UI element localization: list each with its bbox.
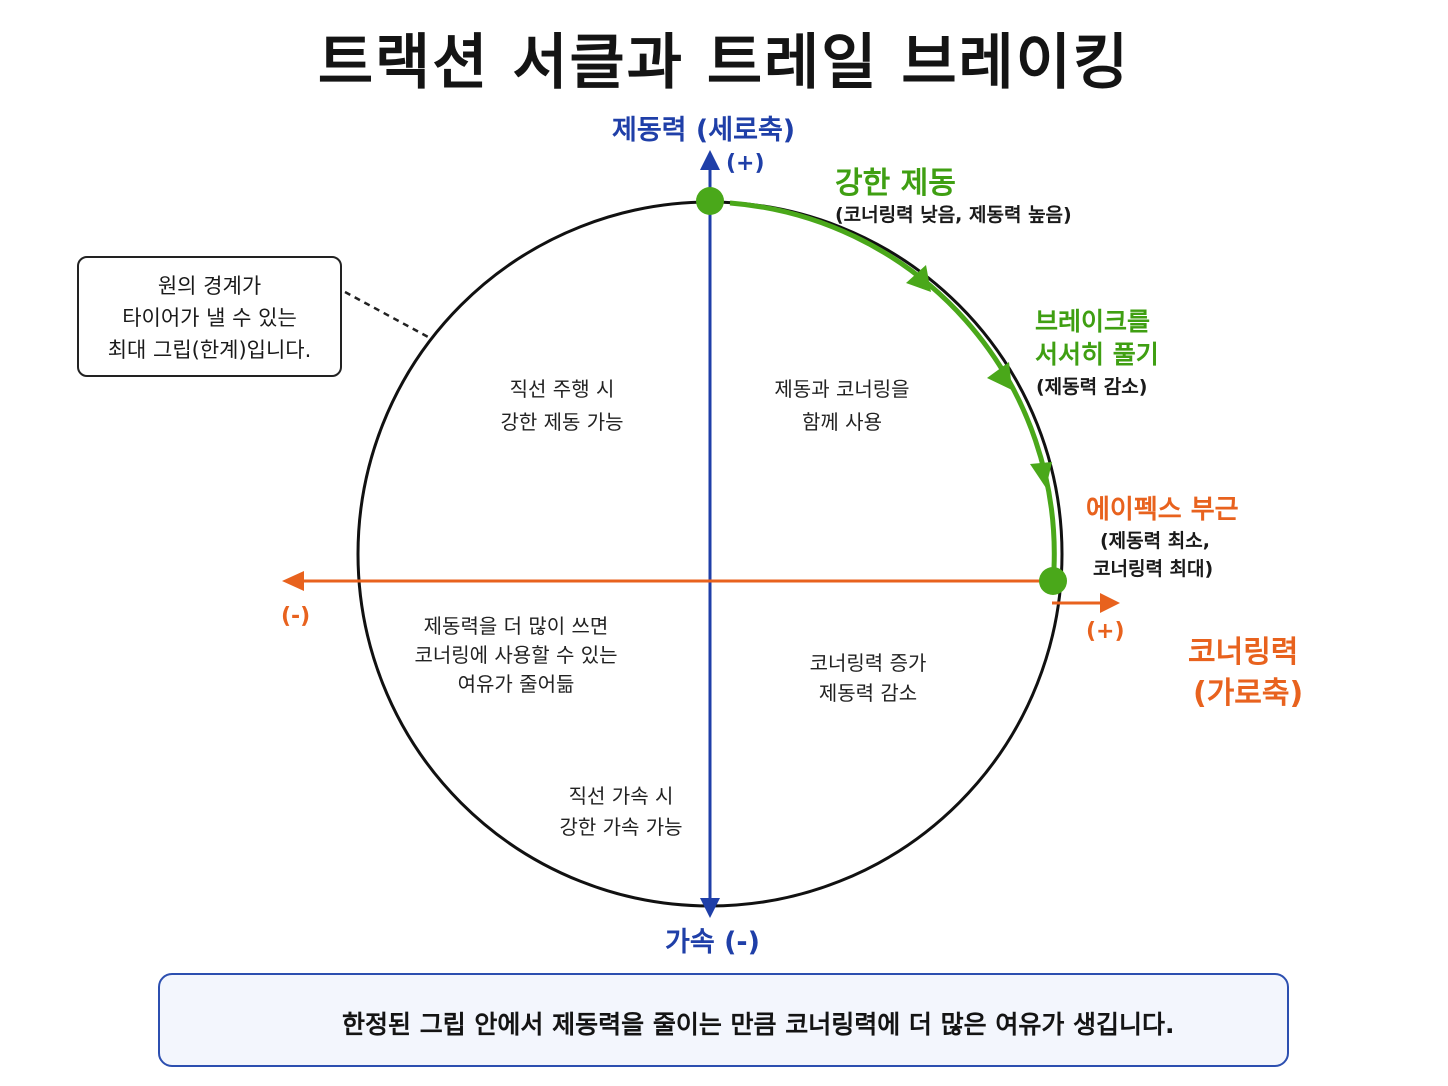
quadrant-lower-left-text: 제동력을 더 많이 쓰면 코너링에 사용할 수 있는 여유가 줄어듦 (414, 614, 618, 696)
vertical-axis-down-arrow (700, 898, 720, 918)
vertical-axis-plus-label: (+) (726, 151, 765, 176)
release-brake-desc: (제동력 감소) (1036, 376, 1148, 398)
trail-arrow-2 (987, 362, 1012, 390)
horizontal-axis-minus-label: (-) (281, 604, 311, 629)
apex-point (1039, 567, 1067, 595)
vertical-axis-up-arrow (700, 150, 720, 170)
summary-note-box (158, 973, 1289, 1067)
trail-arrow-1 (906, 265, 931, 292)
horizontal-axis-label-line1: 코너링력 (1188, 635, 1299, 670)
quadrant-lower-right-text: 코너링력 증가 제동력 감소 (809, 651, 927, 705)
apex-title: 에이펙스 부근 (1086, 495, 1239, 525)
callout-connector (344, 290, 431, 340)
strong-braking-point (696, 187, 724, 215)
strong-braking-title: 강한 제동 (835, 166, 956, 201)
summary-note-text: 한정된 그립 안에서 제동력을 줄이는 만큼 코너링력에 더 많은 여유가 생깁… (342, 1010, 1175, 1039)
grip-limit-callout: 원의 경계가 타이어가 낼 수 있는 최대 그립(한계)입니다. (77, 256, 342, 377)
horizontal-axis-left-arrow (282, 571, 304, 591)
trail-arrow-3 (1030, 462, 1052, 488)
vertical-axis-bottom-label: 가속 (-) (665, 927, 760, 958)
quadrant-upper-right-text: 제동과 코너링을 함께 사용 (774, 377, 910, 434)
vertical-axis-label: 제동력 (세로축) (612, 115, 796, 146)
bottom-acceleration-text: 직선 가속 시 강한 가속 가능 (559, 784, 683, 839)
apex-desc-line2: 코너링력 최대) (1093, 558, 1214, 580)
horizontal-axis-label-line2: (가로축) (1193, 676, 1304, 711)
trail-braking-path (729, 200, 1057, 569)
apex-desc-line1: (제동력 최소, (1100, 530, 1210, 552)
release-brake-title-line1: 브레이크를 (1035, 307, 1151, 336)
strong-braking-desc: (코너링력 낮음, 제동력 높음) (835, 204, 1072, 226)
horizontal-axis-right-arrow (1100, 593, 1120, 613)
release-brake-title-line2: 서서히 풀기 (1035, 340, 1159, 369)
quadrant-upper-left-text: 직선 주행 시 강한 제동 가능 (500, 377, 624, 434)
horizontal-axis-plus-label: (+) (1086, 619, 1125, 644)
page-title: 트랙션 서클과 트레일 브레이킹 (317, 28, 1131, 98)
